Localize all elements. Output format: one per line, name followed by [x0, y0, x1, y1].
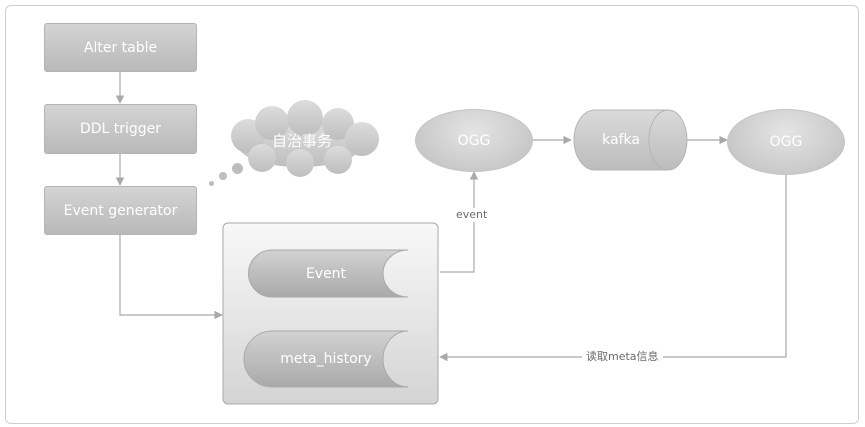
cloud-shape	[231, 100, 379, 177]
event-table-label: Event	[305, 265, 347, 282]
kafka-node: kafka	[602, 132, 640, 148]
meta-history-table-label: meta_history	[280, 351, 372, 367]
edge-label-event: event	[452, 208, 492, 222]
thought-dot-small	[209, 181, 214, 186]
edge-event-to-ogg	[440, 171, 479, 273]
event-table-shape	[248, 249, 409, 298]
alter-table-node: Alter table	[44, 23, 197, 72]
autonomous-transaction-label: 自治事务	[271, 131, 332, 150]
kafka-cylinder-end	[648, 109, 669, 171]
event-generator-node: Event generator	[44, 186, 197, 235]
thought-dot-medium	[219, 172, 227, 180]
ogg-target-node: OGG	[727, 109, 845, 175]
ogg-source-node: OGG	[415, 109, 533, 172]
edge-ogg-to-meta-history	[439, 175, 787, 362]
edge-event-generator-to-container	[119, 235, 223, 320]
edge-label-read-meta: 读取meta信息	[582, 350, 663, 364]
thought-dot-large	[232, 163, 243, 174]
meta-history-table-shape	[243, 330, 409, 388]
ddl-trigger-node: DDL trigger	[44, 104, 197, 154]
